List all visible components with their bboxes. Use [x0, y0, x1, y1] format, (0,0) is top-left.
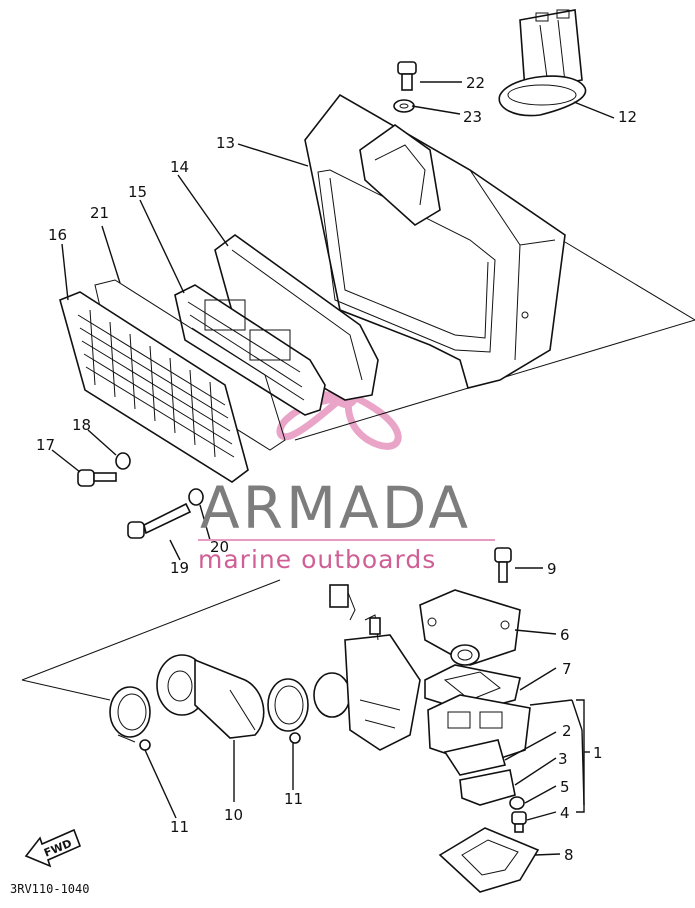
- callout-18: 18: [72, 416, 91, 434]
- callout-1: 1: [593, 744, 603, 762]
- filter-case-part: [304, 93, 566, 389]
- intake-boot-part: [156, 654, 265, 739]
- callout-8: 8: [564, 846, 574, 864]
- watermark-subtitle: marine outboards: [198, 545, 436, 574]
- callout-3: 3: [558, 750, 568, 768]
- callout-21: 21: [90, 204, 109, 222]
- callout-13: 13: [216, 134, 235, 152]
- washer-23-part: [393, 99, 415, 113]
- watermark-title: ARMADA: [200, 474, 471, 542]
- manifold-part: [419, 589, 521, 666]
- callout-23: 23: [463, 108, 482, 126]
- callout-7: 7: [562, 660, 572, 678]
- callout-6: 6: [560, 626, 570, 644]
- gasket-8-part: [438, 827, 540, 893]
- callout-10: 10: [224, 806, 243, 824]
- reed-valve-assembly-part: [427, 694, 531, 806]
- callout-12: 12: [618, 108, 637, 126]
- diagram-code: 3RV110-1040: [10, 882, 89, 896]
- callout-5: 5: [560, 778, 570, 796]
- bolt-19-part: [127, 502, 192, 539]
- callout-20: 20: [210, 538, 229, 556]
- filter-cover-part: [59, 291, 249, 483]
- washer-20-part: [188, 488, 204, 506]
- callout-14: 14: [170, 158, 189, 176]
- callout-11-left: 11: [170, 818, 189, 836]
- hose-clamp-right-part: [267, 678, 309, 744]
- screw-17-part: [77, 469, 117, 487]
- washer-18-part: [115, 452, 131, 470]
- callout-4: 4: [560, 804, 570, 822]
- intake-duct-part: [498, 9, 587, 117]
- assembly-bracket: [576, 699, 585, 813]
- watermark: ARMADA marine outboards: [198, 474, 495, 574]
- callout-22: 22: [466, 74, 485, 92]
- hose-clamp-left-part: [109, 686, 151, 751]
- bolt-9-part: [494, 547, 512, 583]
- callout-19: 19: [170, 559, 189, 577]
- forward-direction-arrow: FWD: [24, 828, 82, 868]
- callout-labels: 1 2 3 4 5 6 7 8 9 10 11 11 12 13 14 15 1…: [36, 74, 637, 864]
- bolt-22-part: [397, 61, 417, 91]
- callout-9: 9: [547, 560, 557, 578]
- washer-5-part: [509, 796, 525, 810]
- callout-2: 2: [562, 722, 572, 740]
- callout-11-right: 11: [284, 790, 303, 808]
- callout-17: 17: [36, 436, 55, 454]
- callout-16: 16: [48, 226, 67, 244]
- callout-15: 15: [128, 183, 147, 201]
- screw-4-part: [511, 811, 527, 833]
- carburetor-part: [313, 584, 421, 751]
- leader-lines: [51, 81, 615, 856]
